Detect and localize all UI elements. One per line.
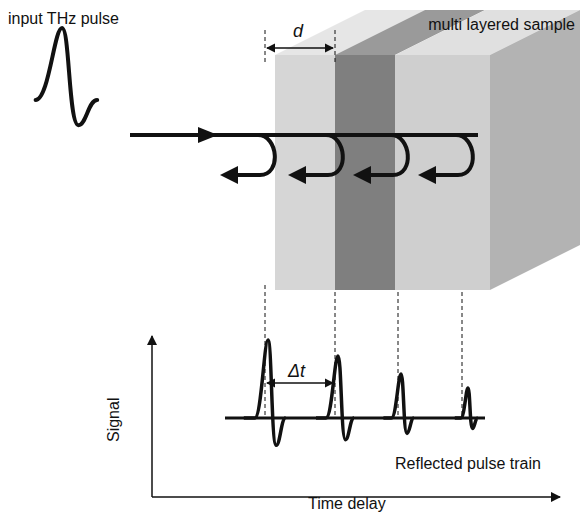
reflection-arrowhead: [288, 166, 306, 184]
reflection-arrowhead: [220, 166, 238, 184]
reflection-arrowhead: [418, 166, 436, 184]
sample-block: [275, 10, 580, 290]
reflection-curve: [302, 135, 343, 175]
baseline: [225, 417, 485, 420]
delay-dimension: [267, 382, 333, 383]
sample-label: multi layered sample: [428, 16, 575, 34]
axis-label: Time delay: [308, 495, 386, 513]
guide-lines: [265, 30, 462, 418]
beam-arrowhead: [198, 127, 218, 143]
thickness-dimension: [267, 47, 333, 48]
reflection-curve: [234, 135, 275, 175]
axis-label: Signal: [105, 398, 123, 442]
delay-symbol: Δt: [288, 362, 305, 382]
input-pulse: [36, 28, 98, 125]
pulse-stroke: [383, 374, 413, 433]
pulse-stroke: [316, 356, 354, 440]
pulse-stroke: [244, 340, 286, 445]
pulse-label: input THz pulse: [8, 10, 119, 28]
y-axis: [151, 336, 153, 497]
reflected-pulse-train: [225, 340, 485, 445]
pulse-stroke: [455, 388, 478, 429]
reflection-arrowhead: [353, 166, 371, 184]
beam-line: [130, 133, 478, 137]
reflection-arrows: [220, 135, 473, 184]
pulse-stroke: [36, 28, 98, 125]
plot-label: Reflected pulse train: [395, 455, 541, 473]
reflection-curve: [432, 135, 473, 175]
thickness-symbol: d: [293, 22, 303, 42]
reflection-curve: [367, 135, 408, 175]
